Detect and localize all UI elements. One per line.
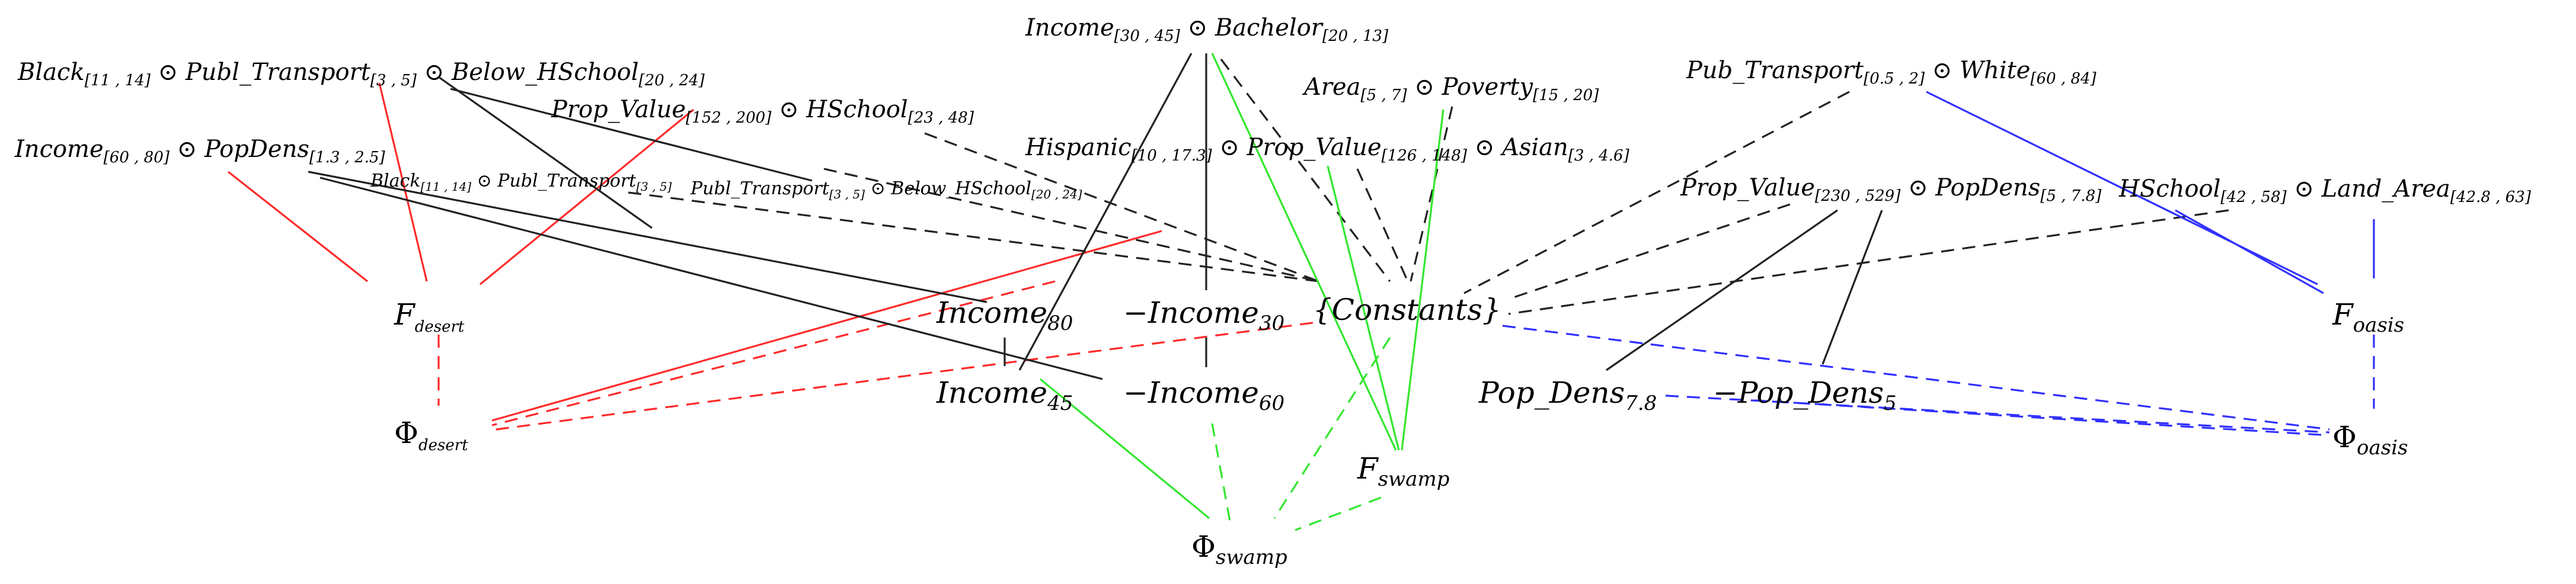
edge-green-dash	[1211, 423, 1231, 522]
edge-blue	[2175, 209, 2324, 294]
edge-black-dash	[1356, 168, 1409, 282]
edge-black	[1606, 209, 1838, 371]
label-hispanic-propvalue-asian: Hispanic[10 , 17.3] ⊙ Prop_Value[126 , 1…	[1025, 134, 1630, 165]
edge-black	[450, 88, 813, 182]
label-area-poverty: Area[5 , 7] ⊙ Poverty[15 , 20]	[1302, 73, 1599, 104]
node-f-desert: Fdesert	[394, 297, 465, 336]
edge-red-dash	[491, 322, 1313, 431]
label-hschool-landarea: HSchool[42 , 58] ⊙ Land_Area[42.8 , 63]	[2118, 175, 2532, 206]
edge-black-dash	[1508, 209, 2229, 315]
edge-black-dash	[1463, 91, 1850, 294]
label-publtransport-belowhschool-small: Publ_Transport[3 , 5] ⊙ Below_HSchool[20…	[690, 178, 1082, 201]
edge-blue-dash	[1502, 325, 2330, 431]
edge-red	[479, 108, 695, 285]
label-pubtransport-white: Pub_Transport[0.5 , 2] ⊙ White[60 , 84]	[1686, 57, 2097, 88]
edge-green	[1039, 378, 1210, 519]
node-f-swamp: Fswamp	[1357, 451, 1450, 491]
label-income-popdens: Income[60 , 80] ⊙ PopDens[1.3 , 2.5]	[14, 136, 386, 166]
edge-black	[308, 171, 987, 303]
edge-black	[1821, 210, 1883, 365]
edge-black-dash	[1508, 203, 1791, 300]
node-income-80: Income80	[936, 296, 1073, 335]
label-black-publtransport-belowhschool: Black[11 , 14] ⊙ Publ_Transport[3 , 5] ⊙…	[17, 59, 705, 89]
edge-green	[1401, 109, 1444, 451]
edge-black-dash	[1410, 106, 1453, 282]
edge-black-dash	[924, 132, 1319, 283]
edge-black-dash	[628, 191, 1319, 283]
label-income-bachelor: Income[30 , 45] ⊙ Bachelor[20 , 13]	[1025, 14, 1389, 45]
edge-black-dash	[1220, 59, 1391, 282]
node-constants: {Constants}	[1313, 293, 1501, 327]
edge-blue-dash	[1754, 399, 2330, 437]
edge-red	[491, 230, 1162, 422]
edge-red	[378, 82, 428, 282]
label-black-publtransport-small: Black[11 , 14] ⊙ Publ_Transport[3 , 5]	[370, 171, 672, 194]
edge-green-dash	[1273, 337, 1391, 519]
edge-red-dash	[491, 280, 1056, 426]
edge-green-dash	[1295, 496, 1382, 531]
label-propvalue-popdens: Prop_Value[230 , 529] ⊙ PopDens[5 , 7.8]	[1680, 174, 2102, 205]
node-phi-oasis: Φoasis	[2332, 420, 2408, 460]
node-phi-desert: Φdesert	[394, 416, 468, 454]
edge-blue	[1926, 91, 2318, 285]
edge-black	[438, 76, 653, 229]
edge-green	[1211, 53, 1397, 451]
node-neg-income-60: −Income60	[1123, 376, 1284, 415]
edge-green	[1327, 165, 1400, 451]
edge-black	[319, 177, 1103, 380]
node-pop-dens-78: Pop_Dens7.8	[1478, 376, 1657, 415]
node-neg-pop-dens-5: −Pop_Dens5	[1713, 376, 1897, 415]
node-f-oasis: Foasis	[2332, 297, 2404, 337]
edges	[228, 53, 2375, 531]
node-phi-swamp: Φswamp	[1191, 530, 1287, 569]
node-income-45: Income45	[936, 376, 1073, 415]
edge-red	[228, 171, 368, 283]
edge-black	[1018, 53, 1193, 371]
label-propvalue-hschool: Prop_Value[152 , 200] ⊙ HSchool[23 , 48]	[551, 96, 974, 127]
node-neg-income-30: −Income30	[1123, 296, 1284, 335]
